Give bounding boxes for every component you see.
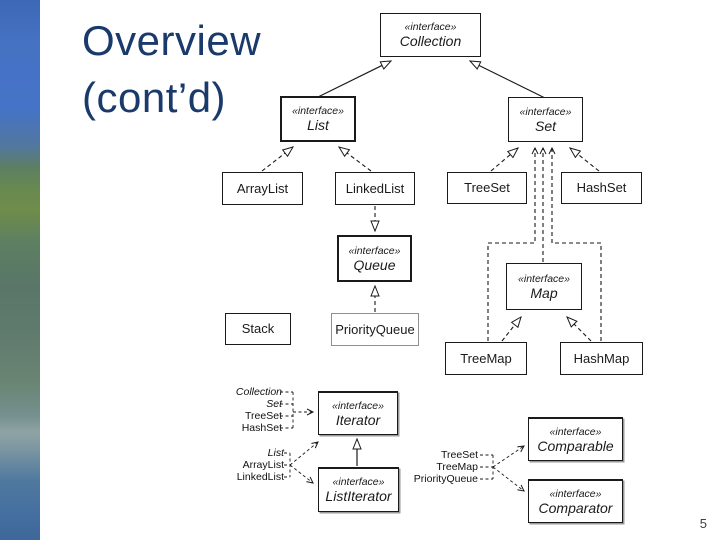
uml-node-queue: «interface» Queue (337, 235, 412, 282)
uml-node-linkedlist: LinkedList (335, 172, 415, 205)
class-name: HashMap (573, 350, 630, 366)
uml-node-list: «interface» List (280, 96, 356, 142)
class-name: TreeMap (460, 350, 512, 366)
uml-node-comparable: «interface» Comparable (528, 417, 623, 461)
uml-node-priorityqueue: PriorityQueue (331, 313, 419, 346)
source-label: List (267, 447, 284, 459)
comparator-source-labels: TreeSet TreeMap PriorityQueue (388, 449, 478, 485)
source-label: TreeSet (245, 410, 282, 422)
page-number: 5 (699, 516, 707, 531)
uml-node-hashmap: HashMap (560, 342, 643, 375)
class-name: PriorityQueue (335, 321, 415, 337)
class-name: LinkedList (345, 180, 405, 196)
uml-node-treeset: TreeSet (447, 172, 527, 204)
dependency-edges-to-set (487, 146, 602, 341)
uml-node-map: «interface» Map (506, 263, 582, 310)
decorative-gradient-strip (0, 0, 40, 540)
stereotype-label: «interface» (348, 244, 401, 257)
source-label: ArrayList (242, 459, 284, 471)
source-label: TreeSet (441, 449, 478, 461)
slide-title: Overview (cont’d) (82, 12, 261, 126)
listiterator-source-labels: List ArrayList LinkedList (204, 447, 284, 483)
interface-name: Queue (353, 256, 396, 273)
source-label-connectors (280, 391, 525, 492)
interface-name: Comparator (538, 499, 613, 516)
uml-node-collection: «interface» Collection (380, 13, 481, 57)
stereotype-label: «interface» (549, 425, 602, 438)
stereotype-label: «interface» (404, 21, 457, 33)
source-label: PriorityQueue (413, 473, 478, 485)
uml-node-comparator: «interface» Comparator (528, 479, 623, 523)
uml-node-listiterator: «interface» ListIterator (318, 467, 399, 512)
stereotype-label: «interface» (332, 476, 385, 488)
interface-name: Set (534, 117, 556, 134)
slide-title-line1: Overview (82, 17, 262, 64)
stereotype-label: «interface» (519, 105, 572, 118)
uml-node-treemap: TreeMap (445, 342, 527, 375)
source-label: Collection (235, 386, 282, 398)
uml-node-arraylist: ArrayList (222, 172, 303, 205)
uml-node-hashset: HashSet (561, 172, 642, 204)
source-label: Set (266, 398, 282, 410)
stereotype-label: «interface» (518, 272, 570, 285)
stereotype-label: «interface» (549, 487, 602, 500)
class-name: HashSet (576, 180, 627, 195)
slide-title-line2: (cont’d) (82, 74, 227, 121)
uml-node-stack: Stack (225, 313, 291, 345)
source-label: TreeMap (436, 461, 478, 473)
source-label: LinkedList (236, 471, 284, 483)
generalization-edges (317, 60, 546, 466)
interface-name: Comparable (537, 437, 614, 454)
class-name: TreeSet (464, 180, 510, 195)
interface-name: Map (530, 284, 558, 301)
uml-node-set: «interface» Set (508, 97, 583, 142)
class-name: Stack (241, 321, 275, 336)
iterator-source-labels: Collection Set TreeSet HashSet (190, 386, 282, 434)
uml-node-iterator: «interface» Iterator (318, 391, 398, 435)
interface-name: List (307, 117, 329, 133)
stereotype-label: «interface» (332, 399, 384, 412)
source-label: HashSet (241, 422, 282, 434)
realization-edges (261, 146, 600, 342)
interface-name: Iterator (335, 411, 381, 428)
class-name: ArrayList (236, 180, 289, 196)
stereotype-label: «interface» (292, 105, 344, 117)
interface-name: ListIterator (325, 488, 392, 504)
interface-name: Collection (399, 33, 462, 49)
